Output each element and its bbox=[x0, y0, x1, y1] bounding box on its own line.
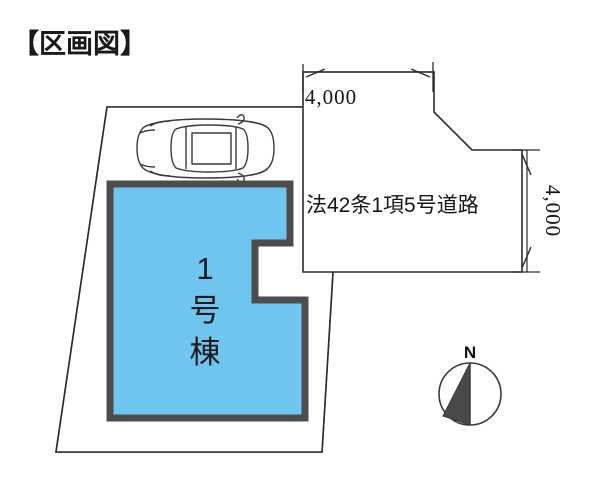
page-title: 【区画図】 bbox=[12, 29, 147, 59]
road-label: 法42条1項5号道路 bbox=[306, 194, 479, 217]
building-label-char-2: 棟 bbox=[190, 335, 221, 370]
car-top-view-icon bbox=[136, 114, 275, 183]
dimension-top: 4,000 bbox=[302, 62, 434, 109]
dimension-right: 4,000 bbox=[512, 149, 565, 273]
compass-north-label: N bbox=[464, 343, 476, 362]
building-label-char-0: 1 bbox=[196, 251, 213, 286]
road-parcel bbox=[302, 71, 523, 273]
building-footprint bbox=[106, 180, 309, 422]
compass-rose-icon: N bbox=[438, 343, 502, 426]
building-label-char-1: 号 bbox=[190, 293, 221, 328]
dimension-top-value: 4,000 bbox=[305, 85, 357, 109]
dimension-right-value: 4,000 bbox=[541, 185, 565, 237]
building-label: 1 号 棟 bbox=[190, 251, 221, 370]
